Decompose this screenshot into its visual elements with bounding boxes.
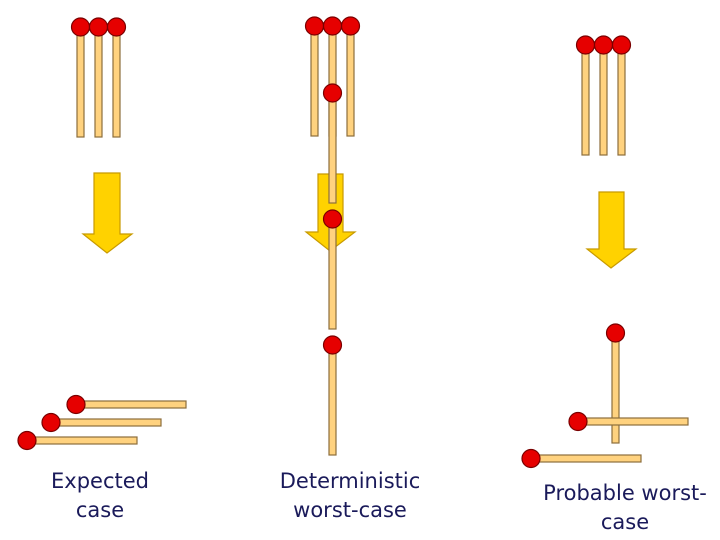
- matchstick: [322, 83, 343, 204]
- deterministic-worst-case-panel: [304, 16, 361, 456]
- matchstick-bundle-top: [304, 16, 361, 137]
- matchstick: [17, 430, 138, 451]
- matchstick: [521, 448, 642, 469]
- matchstick: [611, 35, 632, 156]
- probable-worst-case-panel: [521, 35, 689, 469]
- matchstick: [66, 394, 187, 415]
- matchsticks-fallen: [521, 323, 689, 469]
- matchstick-bundle-top: [70, 17, 127, 138]
- matchstick: [106, 17, 127, 138]
- matchstick: [568, 411, 689, 432]
- matchstick: [340, 16, 361, 137]
- matchstick-bundle-top: [575, 35, 632, 156]
- expected-case-panel: [17, 17, 187, 451]
- matchstick: [88, 17, 109, 138]
- matchstick: [304, 16, 325, 137]
- down-arrow-icon: [81, 172, 134, 254]
- matchstick: [575, 35, 596, 156]
- matchstick-chain: [322, 16, 343, 456]
- matchstick: [322, 335, 343, 456]
- matchstick: [41, 412, 162, 433]
- down-arrow-icon: [585, 191, 638, 269]
- matchsticks-fallen: [17, 394, 187, 451]
- probable-worst-case-caption: Probable worst- case: [543, 481, 707, 534]
- expected-case-caption: Expected case: [51, 469, 149, 522]
- matchstick: [605, 323, 626, 444]
- deterministic-worst-case-caption: Deterministic worst-case: [279, 469, 421, 522]
- matchstick: [593, 35, 614, 156]
- matchstick: [322, 209, 343, 330]
- matchstick: [70, 17, 91, 138]
